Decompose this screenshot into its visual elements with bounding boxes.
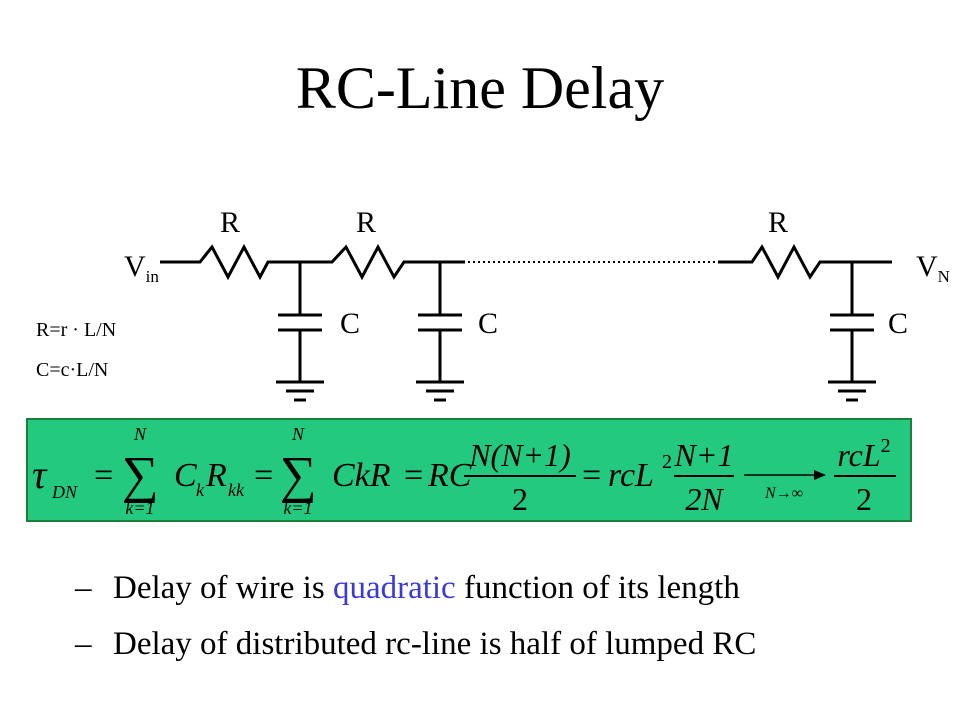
frac1-denominator: 2 [512, 481, 528, 517]
capacitor-label-2: C [478, 307, 498, 340]
sum-2-sigma: ∑ [279, 447, 316, 504]
rcl-term: rcL [608, 457, 654, 494]
bullet-list: –Delay of wire is quadratic function of … [75, 560, 756, 672]
sum-1-bottom: k=1 [125, 498, 154, 518]
vn-label: VN [916, 250, 950, 286]
rc-ladder-circuit: R R R C C C Vin VN R=r · L/N C=c·L/N [36, 206, 950, 402]
capacitor-label-1: C [340, 307, 360, 340]
term1-r-sub: kk [228, 480, 245, 500]
resistor-label-1: R [220, 206, 240, 239]
delay-formula: τ DN = N ∑ k=1 C k R kk = N ∑ k=1 CkR = … [32, 424, 896, 518]
capacitor-label-3: C [888, 307, 908, 340]
term1-r: R [205, 457, 227, 494]
term1-c-sub: k [196, 480, 205, 500]
term1-c: C [174, 457, 197, 494]
resistor-1 [186, 243, 300, 281]
bullet-dash: – [75, 626, 92, 662]
sum-1-sigma: ∑ [121, 447, 158, 504]
bullet-half-lumped: –Delay of distributed rc-line is half of… [75, 616, 756, 672]
equals-3: = [404, 457, 423, 494]
frac3-denominator: 2 [856, 481, 872, 517]
bullet-1-post: function of its length [455, 570, 740, 606]
resistor-2 [318, 243, 440, 281]
c-equation: C=c·L/N [36, 359, 108, 381]
equals-4: = [582, 457, 601, 494]
rcl-exponent: 2 [662, 451, 672, 473]
resistor-label-2: R [356, 206, 376, 239]
delay-formula-box: τ DN = N ∑ k=1 C k R kk = N ∑ k=1 CkR = … [26, 418, 912, 522]
frac2-denominator: 2N [685, 481, 724, 517]
frac2-numerator: N+1 [674, 437, 734, 473]
bullet-1-pre: Delay of wire is [113, 570, 333, 606]
r-equation: R=r · L/N [36, 319, 116, 341]
tau-subscript: DN [51, 482, 78, 502]
resistor-3 [740, 243, 852, 281]
vin-label: Vin [124, 250, 159, 286]
bullet-1-highlight: quadratic [332, 570, 456, 606]
resistor-label-3: R [768, 206, 788, 239]
frac1-numerator: N(N+1) [468, 437, 571, 473]
frac3-numerator: rcL2 [837, 435, 890, 473]
sum-2-bottom: k=1 [283, 498, 312, 518]
sum-1-top: N [133, 424, 147, 444]
sum-2-top: N [291, 424, 305, 444]
bullet-2-text: Delay of distributed rc-line is half of … [113, 626, 757, 662]
tau-symbol: τ [32, 452, 48, 497]
equals-2: = [254, 457, 273, 494]
equals-1: = [94, 457, 113, 494]
limit-arrowhead [814, 470, 826, 480]
term2: CkR [332, 457, 391, 494]
bullet-quadratic: –Delay of wire is quadratic function of … [75, 560, 756, 616]
slide-title: RC-Line Delay [295, 55, 665, 121]
bullet-dash: – [75, 570, 92, 606]
limit-label: N→∞ [764, 485, 803, 502]
